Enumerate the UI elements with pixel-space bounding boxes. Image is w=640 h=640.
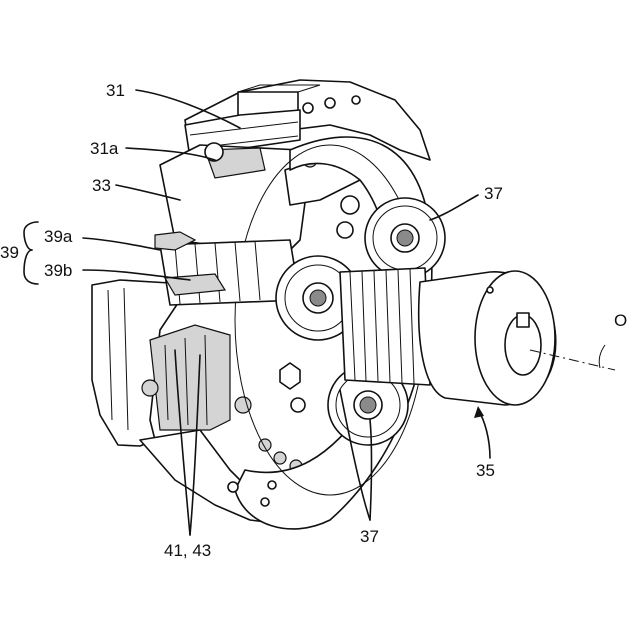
label-39b: 39b — [44, 261, 72, 280]
arrow-35 — [474, 406, 484, 418]
label-41-43: 41, 43 — [164, 541, 211, 560]
label-axis-o: O — [614, 311, 627, 330]
leader-35 — [478, 410, 490, 458]
label-31a: 31a — [90, 139, 119, 158]
label-37-bottom: 37 — [360, 527, 379, 546]
leader-39a — [83, 238, 160, 250]
label-37-top: 37 — [484, 184, 503, 203]
brace-39-bottom — [24, 250, 38, 284]
label-35: 35 — [476, 461, 495, 480]
brace-39-top — [24, 222, 38, 250]
label-31: 31 — [106, 81, 125, 100]
planet-gear-top — [365, 198, 445, 278]
label-39: 39 — [0, 243, 19, 262]
label-39a: 39a — [44, 227, 73, 246]
label-33: 33 — [92, 176, 111, 195]
